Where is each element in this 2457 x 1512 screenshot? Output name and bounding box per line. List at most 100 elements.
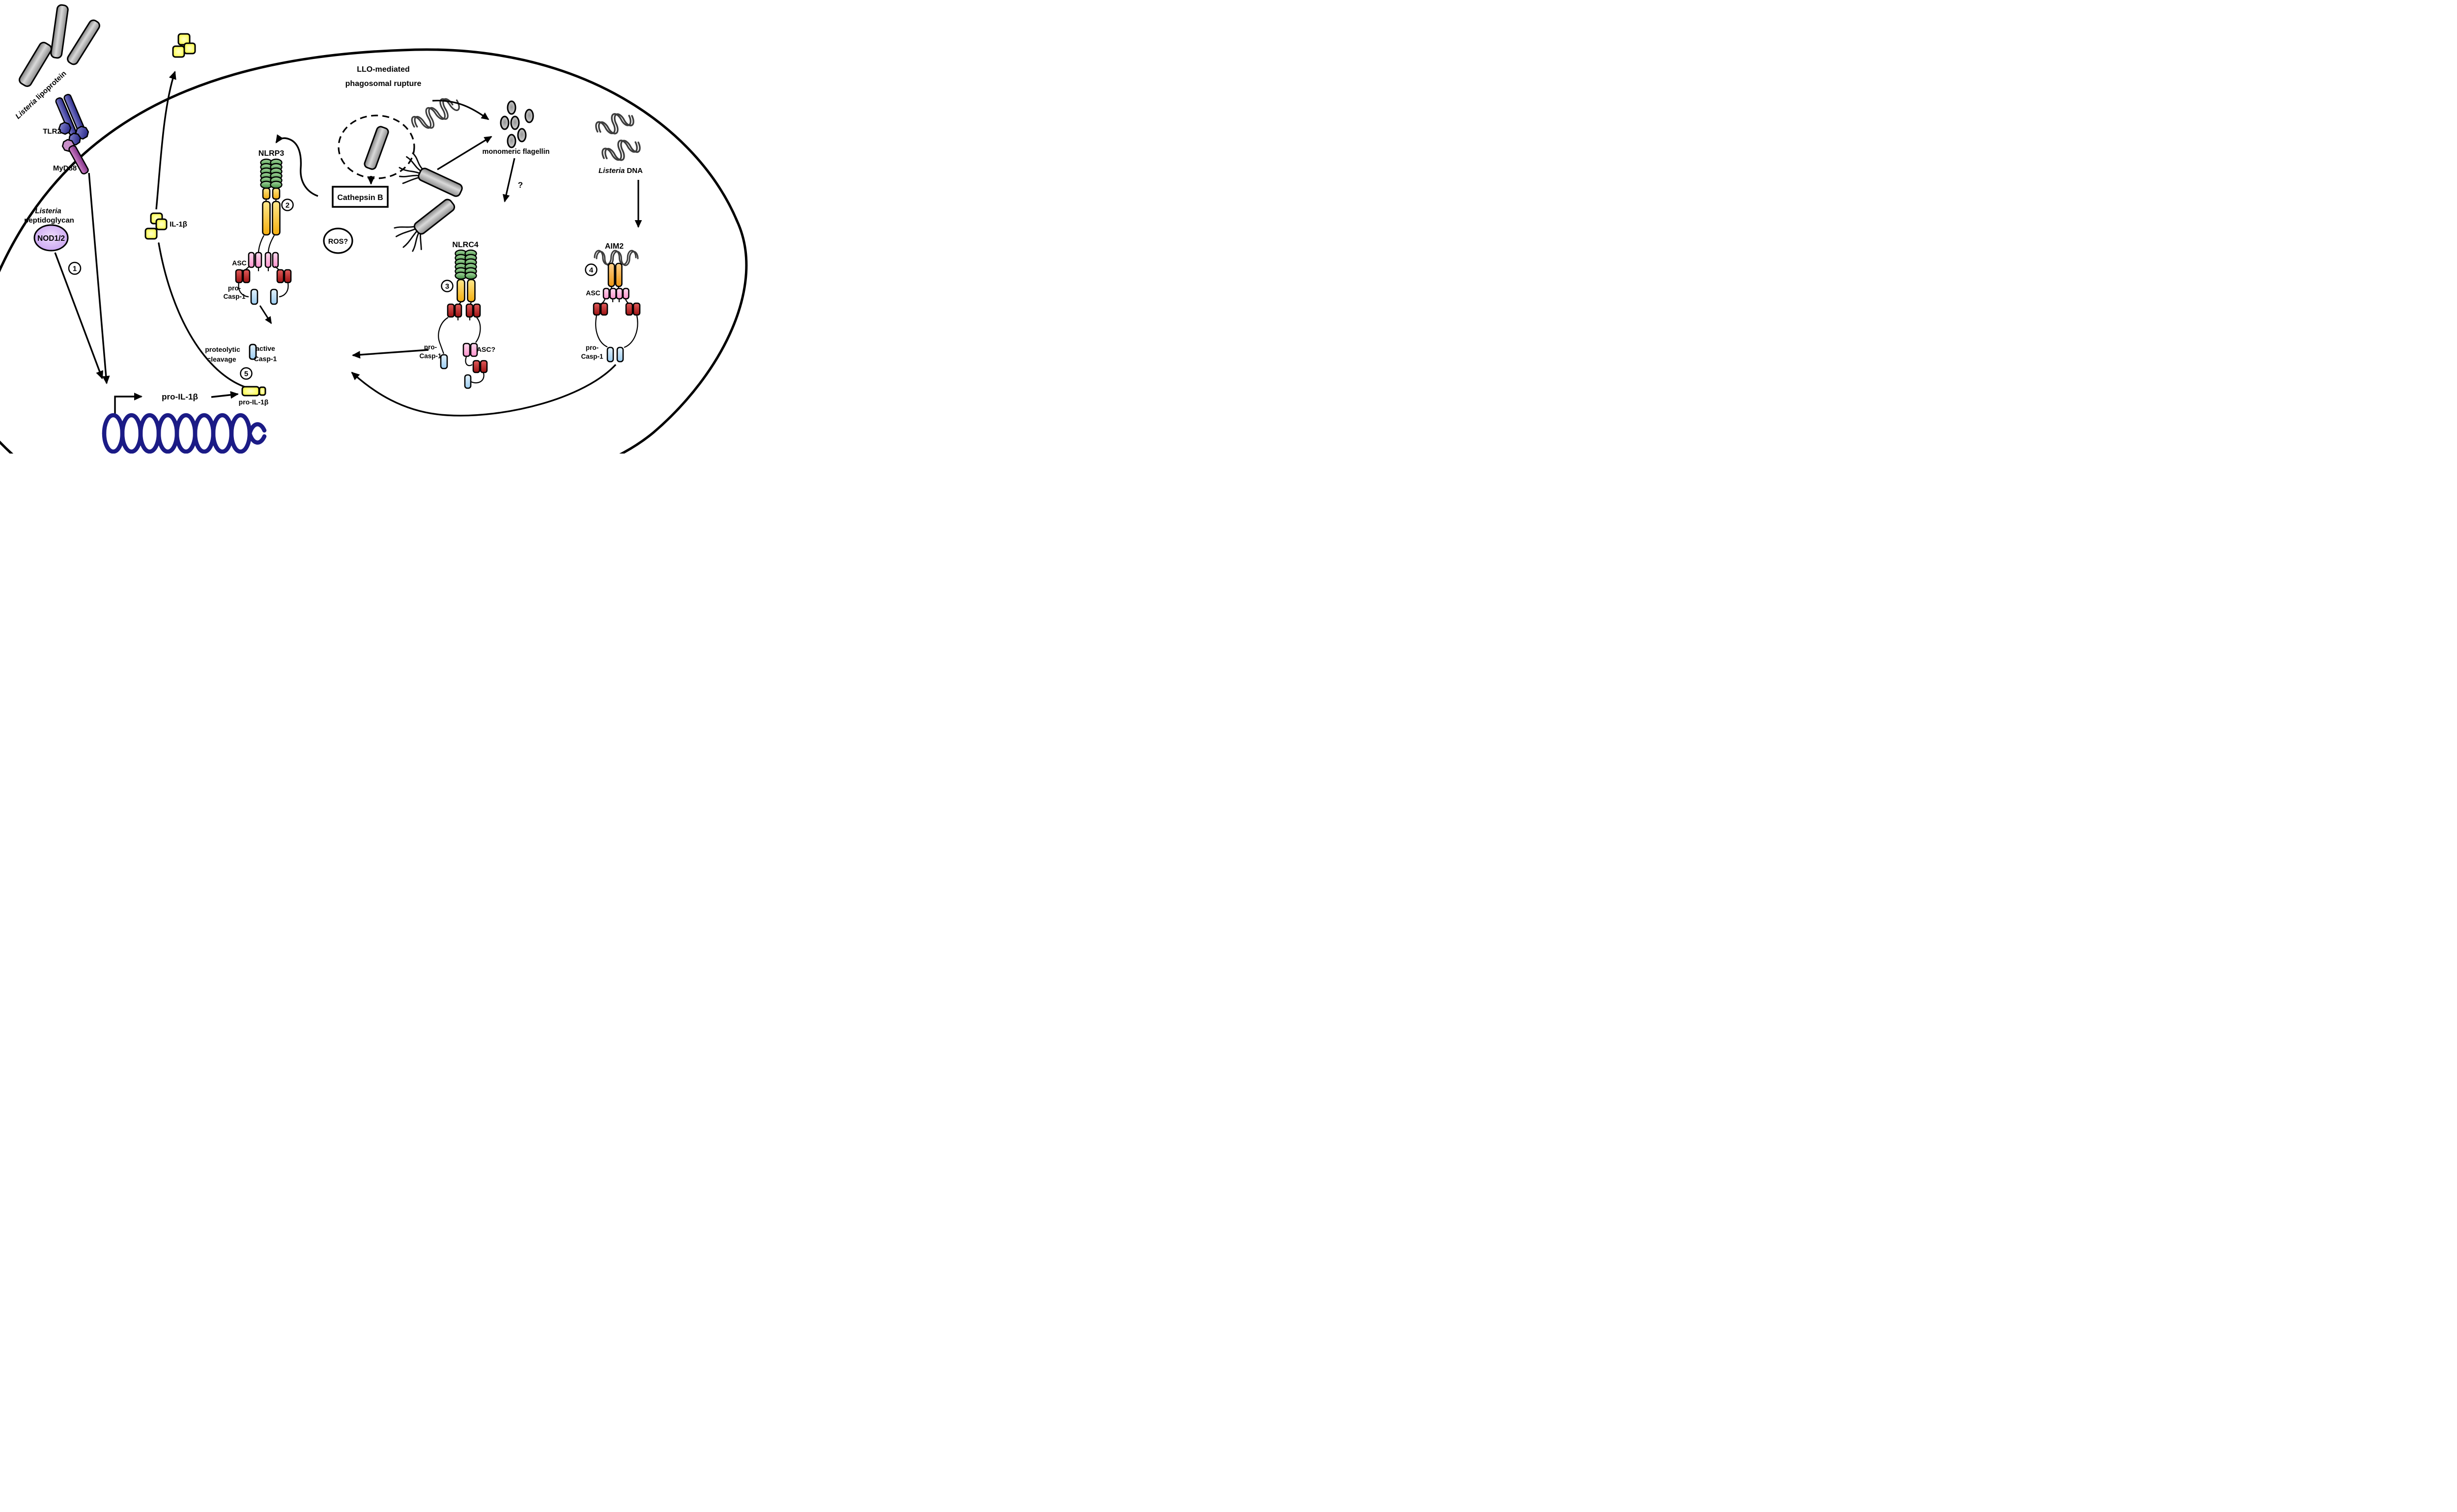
bacterium-rod bbox=[413, 199, 456, 235]
flagellin-monomer bbox=[500, 115, 510, 130]
arrow-nlrp3-to-active-casp1 bbox=[259, 305, 272, 324]
asc-pyd bbox=[255, 252, 262, 268]
card-domain bbox=[465, 303, 474, 318]
casp1-domain bbox=[270, 288, 278, 305]
card-domain bbox=[625, 302, 633, 316]
flagella bbox=[399, 152, 424, 184]
phagosome-dashed-circle bbox=[338, 114, 415, 179]
nlrp3-asc-pyd-row bbox=[248, 235, 279, 271]
aim2-domain bbox=[607, 262, 615, 287]
card-domain bbox=[242, 269, 251, 284]
lrr-domain bbox=[270, 180, 283, 189]
cytosolic-il1b-icon bbox=[144, 212, 168, 240]
secretion-path-upper bbox=[155, 71, 176, 210]
peptidoglycan-label-line1: Listeria bbox=[35, 207, 61, 215]
domain-linker bbox=[257, 235, 275, 253]
arrow-cathepsin-to-nlrp3 bbox=[275, 134, 318, 197]
aim2-card-row bbox=[593, 302, 641, 316]
casp1-domain bbox=[606, 346, 614, 363]
aim2-linker-red-blue-left bbox=[595, 315, 608, 348]
nlrc4-nacht-domains bbox=[457, 279, 476, 303]
pro-il1b-prodomain bbox=[241, 386, 260, 397]
asc-pyd bbox=[609, 287, 617, 300]
flagellin-monomer bbox=[510, 115, 520, 130]
listeria-dna-label-rest: DNA bbox=[625, 167, 643, 175]
nlrp3-asc-label: ASC bbox=[232, 259, 247, 267]
domain-linker bbox=[257, 268, 269, 271]
step-5-number: 5 bbox=[244, 370, 248, 378]
pro-il1b-gene-label: pro-IL-1β bbox=[162, 392, 198, 401]
bacterium-rod bbox=[364, 126, 389, 170]
active-casp1-label-line2: Casp-1 bbox=[254, 355, 277, 363]
secreted-il1b-icon bbox=[172, 33, 196, 58]
card-domain bbox=[235, 269, 243, 284]
peptidoglycan-label-line2: peptidoglycan bbox=[24, 216, 74, 225]
flagellin-monomer bbox=[507, 134, 516, 148]
card-domain bbox=[593, 302, 601, 316]
listeria-dna-label-species: Listeria bbox=[599, 167, 625, 175]
nlrc4-linker-red-blue bbox=[471, 372, 485, 384]
nacht-domain bbox=[272, 200, 281, 236]
listeria-bacterium-icon bbox=[50, 4, 69, 59]
nlrp3-card-row bbox=[235, 266, 292, 284]
cathepsin-b-box bbox=[332, 186, 389, 208]
card-domain bbox=[454, 303, 462, 318]
active-casp1-icon bbox=[249, 343, 257, 360]
myd88-label: MyD88 bbox=[53, 164, 77, 172]
domain-linker bbox=[457, 317, 471, 320]
nlrc4-card-pair-lower bbox=[472, 360, 488, 373]
listeria-dna-icon bbox=[595, 113, 641, 161]
domain-linker bbox=[238, 283, 289, 298]
flagellin-monomer bbox=[507, 100, 516, 115]
nod12-label: NOD1/2 bbox=[37, 234, 65, 243]
active-casp1-label-line1: active bbox=[256, 344, 275, 352]
casp1-domain bbox=[250, 288, 258, 305]
monomeric-flagellin-icons bbox=[500, 100, 534, 148]
cathepsin-b-label: Cathepsin B bbox=[337, 194, 383, 202]
aim2-procasp-label-line2: Casp-1 bbox=[581, 353, 603, 360]
diagram-canvas: Listeria lipoprotein TLR2 MyD88 Listeria… bbox=[0, 4, 748, 454]
arrow-flagellum-to-flagellin bbox=[432, 100, 489, 120]
aim2-procasp-label-line1: pro- bbox=[586, 344, 599, 351]
lrr-domain bbox=[464, 271, 477, 280]
llo-label-line2: phagosomal rupture bbox=[345, 80, 422, 88]
flagellated-bacterium-icon bbox=[399, 152, 463, 197]
step-1-badge: 1 bbox=[68, 261, 82, 275]
myd88-rod bbox=[68, 145, 89, 174]
il1b-label: IL-1β bbox=[170, 220, 187, 228]
step-3-badge: 3 bbox=[441, 280, 454, 292]
asc-pyd bbox=[616, 287, 623, 300]
aim2-domain bbox=[615, 262, 623, 287]
dna-strand bbox=[102, 413, 267, 454]
card-domain bbox=[472, 360, 481, 373]
dna-strand bbox=[102, 413, 267, 454]
aim2-label: AIM2 bbox=[605, 242, 624, 251]
aim2-asc-pyd-row bbox=[602, 287, 629, 302]
nlrc4-linker-right bbox=[475, 317, 481, 343]
cell-membrane bbox=[0, 48, 748, 454]
asc-pyd bbox=[602, 287, 610, 300]
bacterium-rod bbox=[67, 19, 100, 65]
il1b-molecule bbox=[155, 218, 168, 230]
step-4-badge: 4 bbox=[585, 263, 598, 276]
bacterium-rod bbox=[418, 168, 463, 197]
nlrc4-label: NLRC4 bbox=[452, 241, 478, 249]
il1b-molecule bbox=[172, 45, 185, 58]
nacht-domain bbox=[262, 200, 271, 236]
flagellin-monomer bbox=[524, 109, 534, 123]
asc-pyd bbox=[248, 252, 255, 268]
bacterium-rod bbox=[50, 4, 69, 59]
inflammasome-pathway-diagram: Listeria lipoprotein TLR2 MyD88 Listeria… bbox=[0, 0, 770, 454]
nacht-domain bbox=[467, 279, 476, 303]
card-domain bbox=[600, 302, 608, 316]
myd88-adaptor bbox=[61, 139, 89, 174]
ros-bubble bbox=[323, 228, 353, 254]
nlrc4-linker-pink-red bbox=[465, 356, 473, 367]
card-domain bbox=[480, 360, 488, 373]
nacht-domain bbox=[457, 279, 465, 303]
listeria-bacterium-icon bbox=[18, 42, 53, 87]
arrow-flagellin-to-nlrc4 bbox=[502, 158, 515, 202]
ros-label: ROS? bbox=[328, 238, 348, 246]
card-domain bbox=[284, 269, 292, 284]
flagellum-coil-icon bbox=[411, 98, 460, 129]
